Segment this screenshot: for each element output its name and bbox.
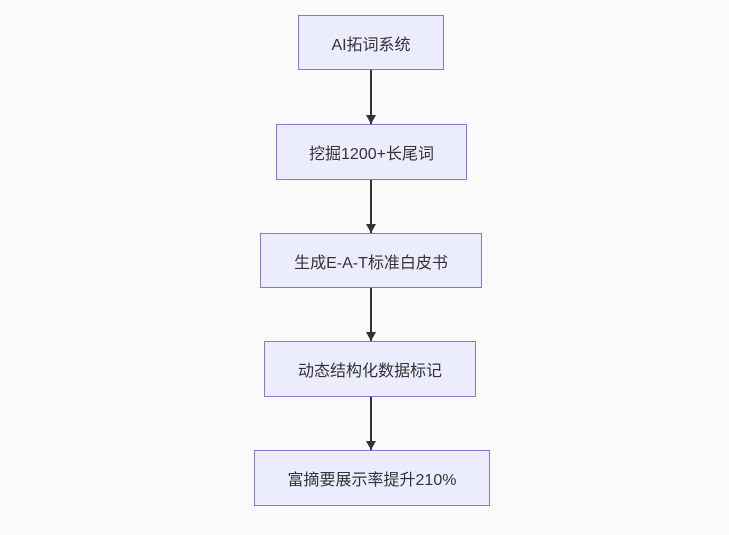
- edge-line: [370, 70, 372, 124]
- flow-node-rich-snippet-result: 富摘要展示率提升210%: [254, 450, 490, 506]
- flow-node-label: 富摘要展示率提升210%: [287, 472, 457, 489]
- edge-line: [370, 180, 372, 233]
- arrowhead-down-icon: [366, 224, 376, 233]
- flow-node-structured-data-markup: 动态结构化数据标记: [264, 341, 476, 397]
- flow-node-label: 动态结构化数据标记: [297, 363, 442, 380]
- arrowhead-down-icon: [366, 441, 376, 450]
- arrowhead-down-icon: [366, 332, 376, 341]
- flow-edge-2: [365, 180, 377, 233]
- edge-line: [370, 288, 372, 341]
- flow-edge-1: [365, 70, 377, 124]
- flow-node-label: 生成E-A-T标准白皮书: [294, 254, 448, 272]
- flow-node-label: 挖掘1200+长尾词: [309, 146, 434, 163]
- flow-node-label: AI拓词系统: [331, 36, 411, 54]
- arrowhead-down-icon: [366, 115, 376, 124]
- edge-line: [370, 397, 372, 450]
- flow-edge-3: [365, 288, 377, 341]
- flow-node-eat-whitepaper: 生成E-A-T标准白皮书: [260, 233, 482, 288]
- flow-node-ai-keyword-system: AI拓词系统: [298, 15, 444, 70]
- flow-edge-4: [365, 397, 377, 450]
- flow-node-longtail-mining: 挖掘1200+长尾词: [276, 124, 467, 180]
